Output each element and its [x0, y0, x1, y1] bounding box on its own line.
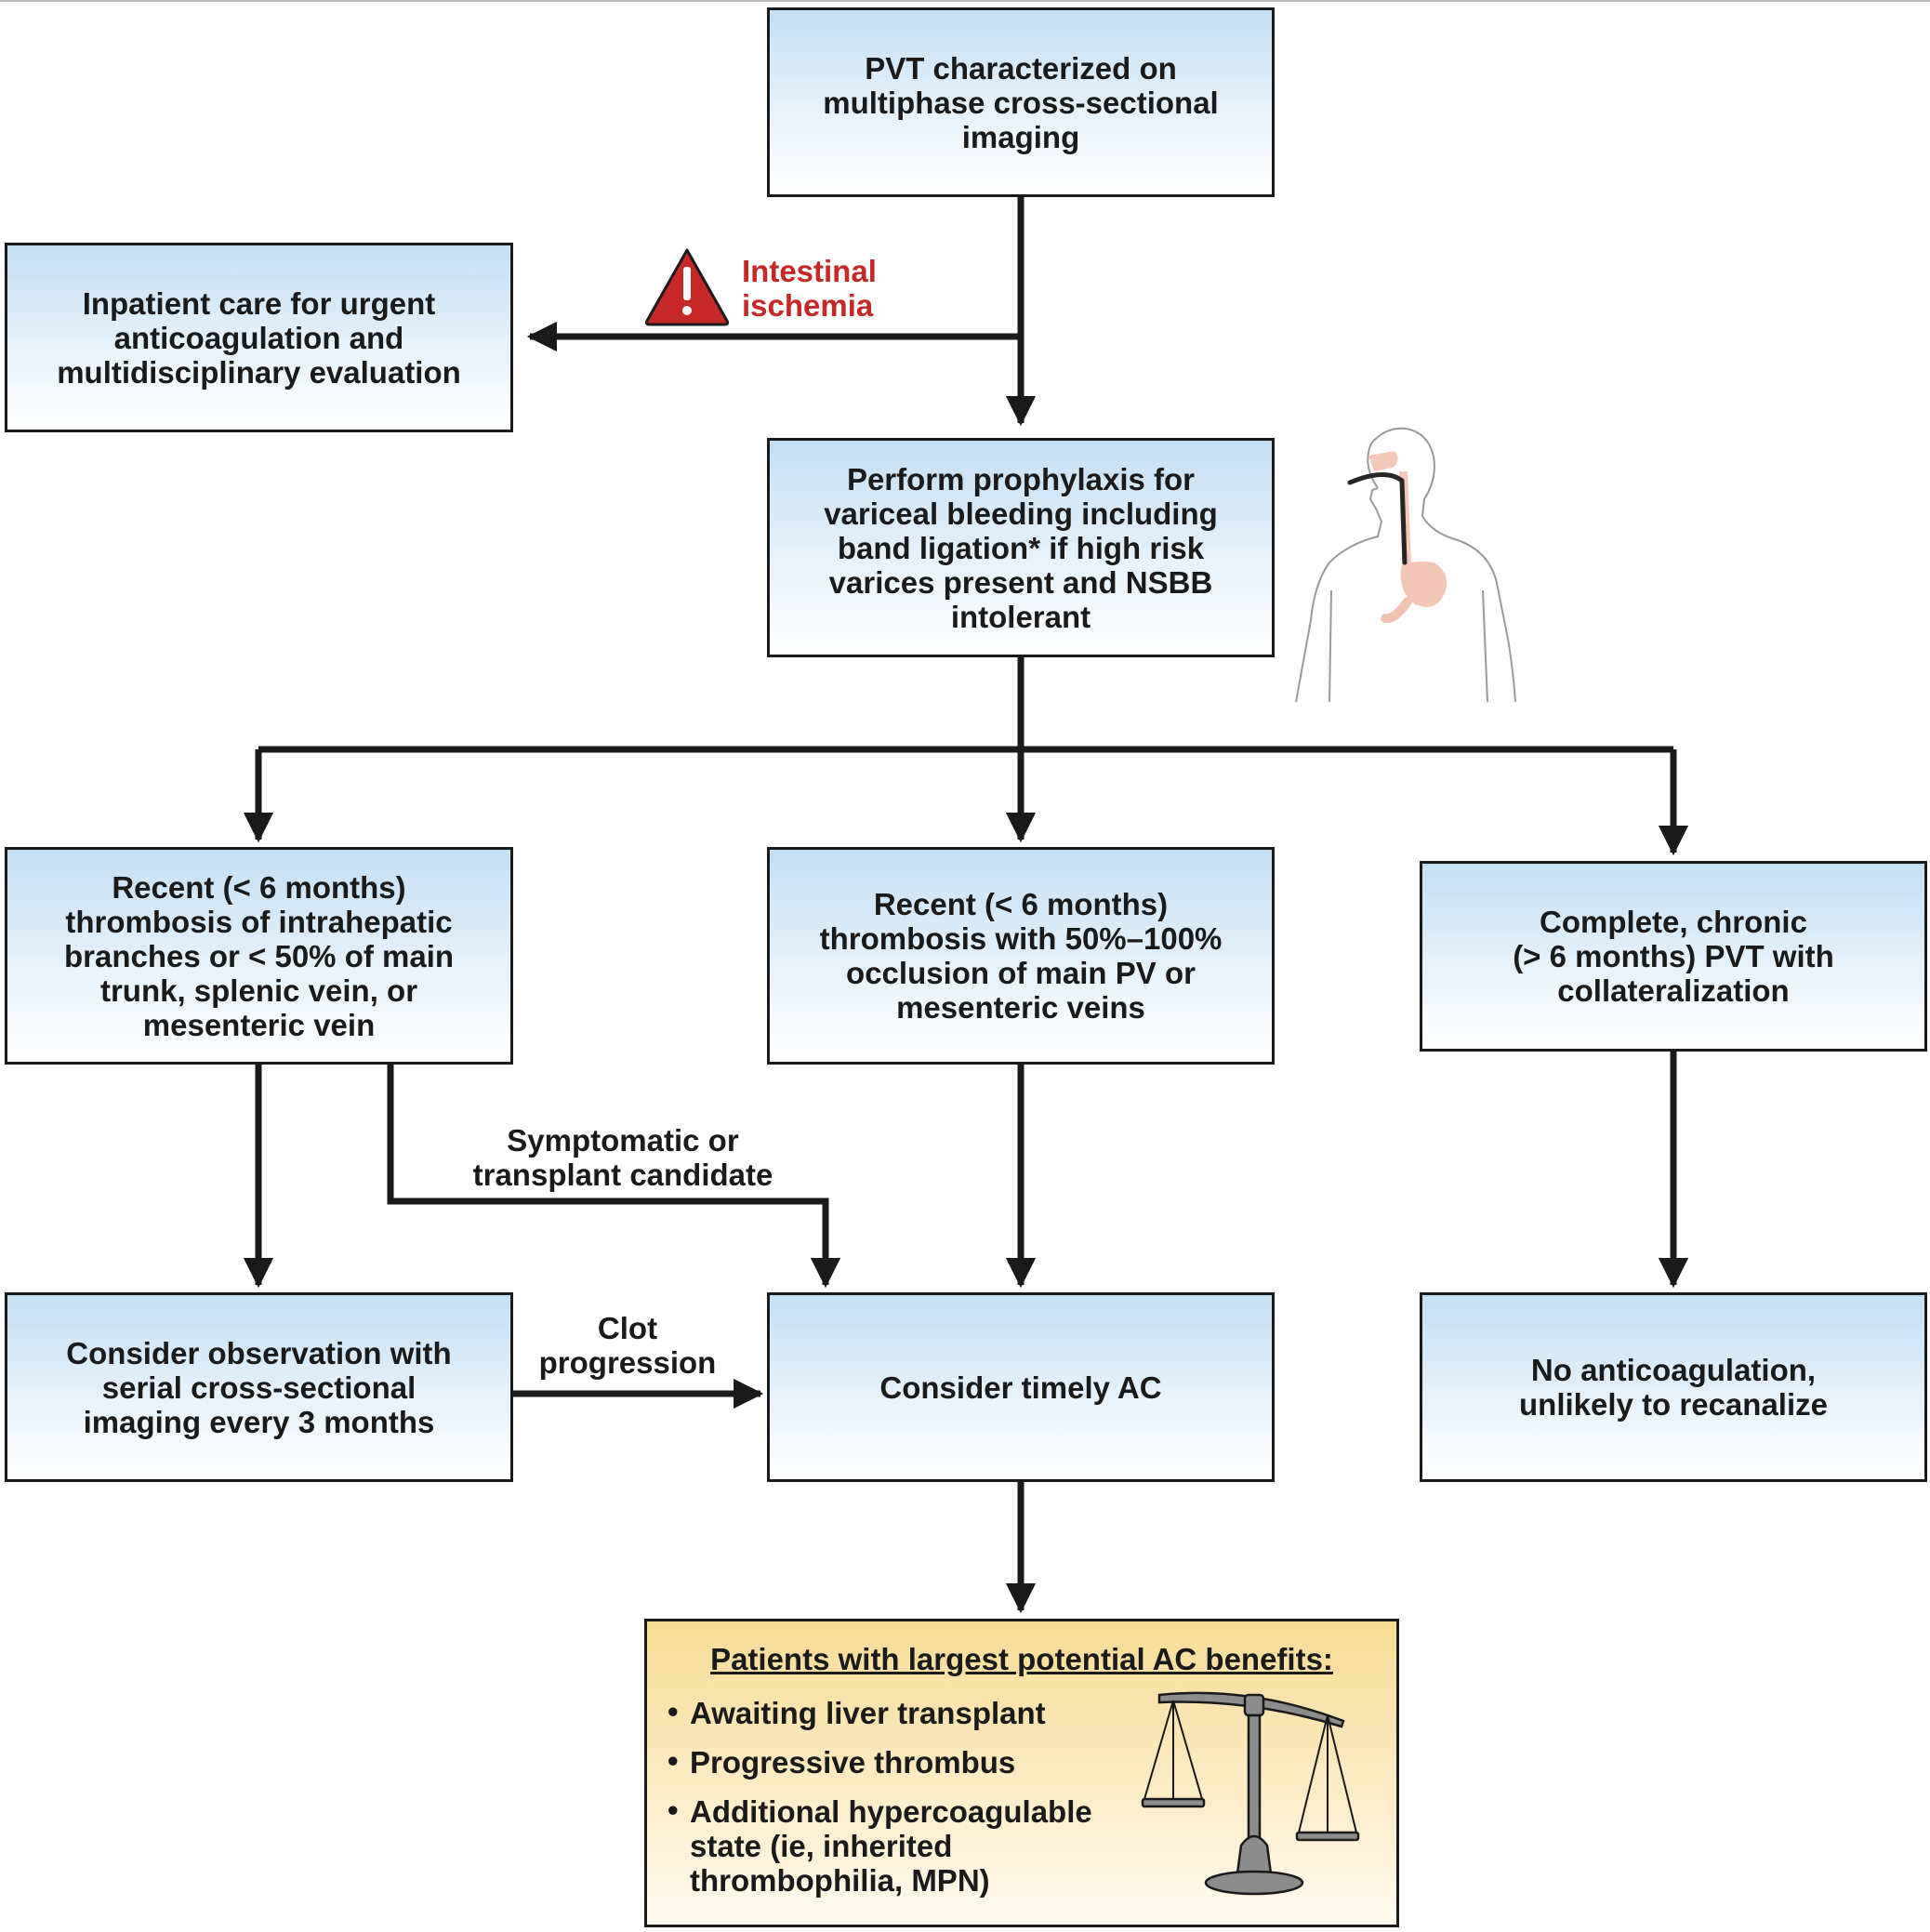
endoscopy-figure-icon — [1295, 427, 1516, 702]
node-text-line: unlikely to recanalize — [1519, 1387, 1828, 1422]
node-consider-timely-ac: Consider timely AC — [767, 1292, 1275, 1482]
node-recent-partial-thrombosis-text: Recent (< 6 months)thrombosis of intrahe… — [64, 870, 454, 1042]
node-text-line: Recent (< 6 months) — [112, 869, 406, 905]
node-recent-occlusive-thrombosis-text: Recent (< 6 months)thrombosis with 50%–1… — [820, 887, 1223, 1025]
edge-prophylaxis-split — [258, 655, 1673, 753]
node-text-line: Consider timely AC — [879, 1370, 1162, 1405]
node-text-line: multiphase cross-sectional — [823, 85, 1219, 120]
edge-label-clot-progression: Clot progression — [521, 1311, 734, 1380]
benefit-item: • Progressive thrombus — [668, 1743, 1170, 1780]
balance-scale-icon — [1141, 1691, 1360, 1896]
node-text-line: PVT characterized on — [865, 50, 1177, 86]
edge-label-line: progression — [538, 1345, 717, 1380]
node-text-line: trunk, splenic vein, or — [99, 973, 418, 1008]
node-text-line: Recent (< 6 months) — [873, 887, 1169, 921]
node-text-line: branches or < 50% of main — [63, 938, 455, 973]
edge-label-line: Intestinal — [742, 254, 877, 288]
node-text-line: collateralization — [1557, 973, 1790, 1008]
node-text-line: occlusion of main PV or — [846, 956, 1196, 990]
edge-label-line: Clot — [597, 1311, 658, 1345]
node-text-line: intolerant — [950, 599, 1091, 634]
benefit-item-text: Progressive thrombus — [690, 1745, 1016, 1780]
node-text-line: Perform prophylaxis for — [846, 461, 1196, 496]
benefit-item: • Awaiting liver transplant — [668, 1694, 1170, 1730]
node-text-line: Consider observation with — [66, 1335, 452, 1370]
edge-label-symptomatic: Symptomatic or transplant candidate — [437, 1123, 809, 1192]
node-recent-partial-thrombosis: Recent (< 6 months)thrombosis of intrahe… — [5, 847, 513, 1065]
node-text-line: imaging every 3 months — [83, 1404, 435, 1439]
node-recent-occlusive-thrombosis: Recent (< 6 months)thrombosis with 50%–1… — [767, 847, 1275, 1065]
node-no-anticoagulation-text: No anticoagulation,unlikely to recanaliz… — [1519, 1353, 1828, 1422]
node-text-line: imaging — [961, 119, 1080, 154]
bullet-dot: • — [668, 1743, 679, 1778]
benefit-item-text: thrombophilia, MPN) — [690, 1863, 990, 1898]
node-text-line: (> 6 months) PVT with — [1513, 939, 1834, 973]
node-text-line: Complete, chronic — [1540, 905, 1807, 939]
node-text-line: multidisciplinary evaluation — [57, 354, 461, 390]
node-text-line: Inpatient care for urgent — [82, 285, 436, 321]
node-text-line: mesenteric veins — [896, 990, 1145, 1025]
edge-label-line: Symptomatic or — [507, 1123, 739, 1158]
edge-label-line: transplant candidate — [472, 1158, 773, 1192]
node-text-line: serial cross-sectional — [101, 1370, 416, 1405]
benefit-item-text: Additional hypercoagulable — [690, 1794, 1092, 1829]
warning-triangle-icon — [644, 248, 730, 326]
edge-label-intestinal-ischemia: Intestinal ischemia — [742, 254, 928, 323]
node-text-line: anticoagulation and — [113, 320, 404, 355]
node-text-line: No anticoagulation, — [1530, 1353, 1817, 1387]
benefit-item-text: Awaiting liver transplant — [690, 1696, 1046, 1730]
node-text-line: mesenteric vein — [142, 1007, 376, 1042]
benefits-list: • Awaiting liver transplant • Progressiv… — [668, 1694, 1170, 1912]
top-rule — [0, 0, 1930, 2]
node-text-line: variceal bleeding including — [824, 496, 1218, 531]
edge-label-line: ischemia — [742, 288, 874, 323]
node-text-line: varices present and NSBB — [828, 564, 1213, 600]
benefits-title: Patients with largest potential AC benef… — [710, 1642, 1333, 1676]
node-text-line: thrombosis with 50%–100% — [819, 921, 1223, 956]
node-text-line: band ligation* if high risk — [837, 530, 1205, 565]
benefit-item: • Additional hypercoagulable state (ie, … — [668, 1793, 1170, 1898]
node-text-line: thrombosis of intrahepatic — [65, 904, 453, 939]
bullet-dot: • — [668, 1793, 679, 1827]
node-consider-timely-ac-text: Consider timely AC — [879, 1370, 1161, 1405]
bullet-dot: • — [668, 1694, 679, 1728]
node-no-anticoagulation: No anticoagulation,unlikely to recanaliz… — [1420, 1292, 1927, 1482]
benefit-item-text: state (ie, inherited — [690, 1829, 953, 1863]
edge-partial-to-timely-ac — [387, 1063, 841, 1289]
